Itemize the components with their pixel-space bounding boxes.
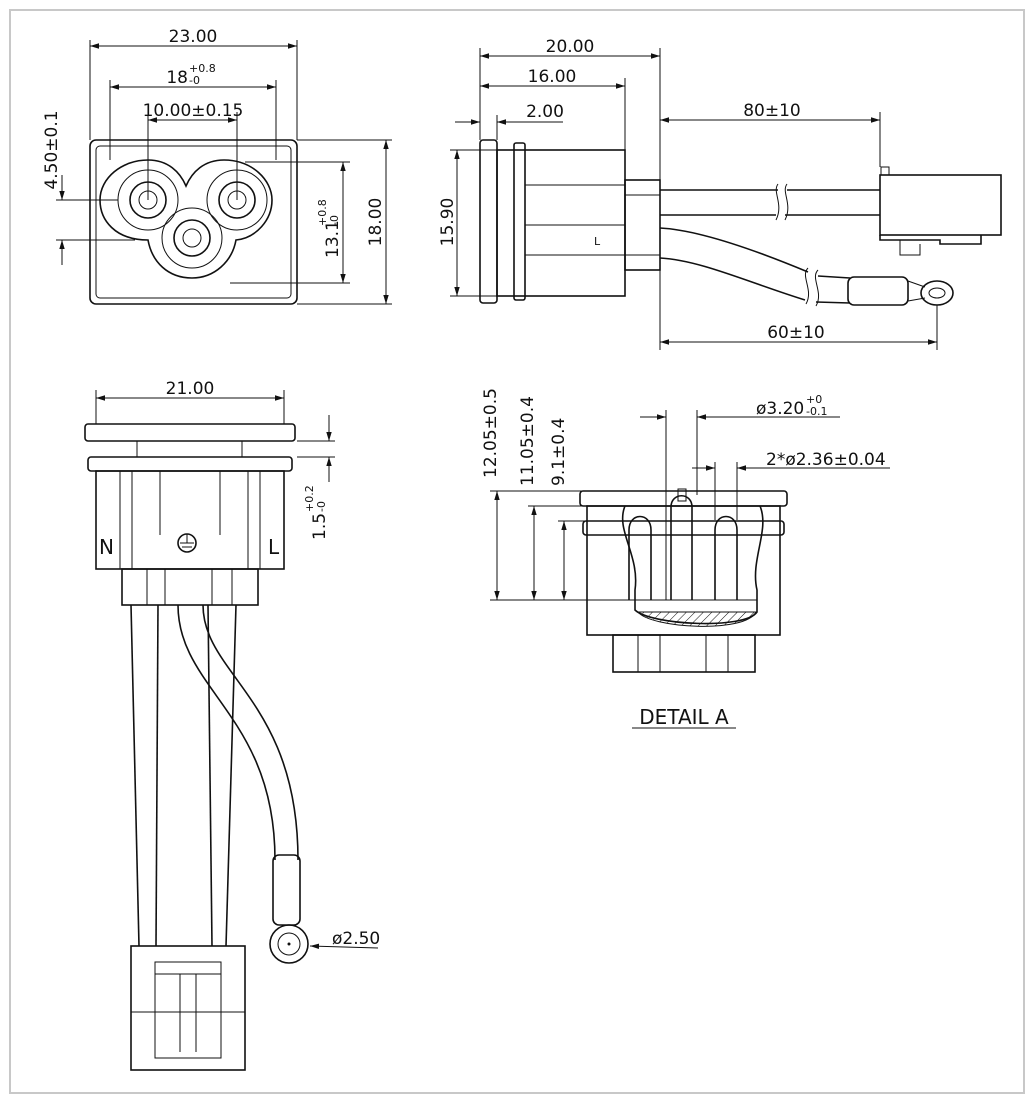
bottom-crimp [272, 854, 301, 926]
dim-bottom-flange: 1.5 [310, 513, 330, 540]
svg-text:+0: +0 [806, 393, 822, 406]
side-pin-label: L [594, 235, 601, 248]
dim-pin-span: 18 [166, 68, 188, 88]
svg-text:+0.2: +0.2 [303, 485, 316, 512]
svg-text:-0: -0 [315, 501, 328, 512]
dim-cable-upper: 80±10 [743, 101, 801, 121]
dim-depth-total: 20.00 [546, 37, 595, 57]
dim-detail-c: 9.1±0.4 [549, 418, 569, 486]
dim-earth-offset: 4.50±0.1 [42, 110, 62, 189]
dim-height-total: 18.00 [366, 198, 386, 247]
bottom-collar [121, 568, 259, 606]
detail-flange-top [579, 490, 788, 507]
socket-outline [99, 159, 273, 279]
front-view: 23.00 18 +0.8 -0 10.00±0.15 4.50±0.1 13.… [42, 27, 392, 305]
detail-caption: DETAIL A [639, 705, 729, 729]
svg-text:+0.8: +0.8 [316, 199, 329, 226]
front-outer-frame [89, 139, 298, 305]
dim-pin-spacing: 10.00±0.15 [143, 101, 244, 121]
detail-a-view: 12.05±0.5 11.05±0.4 9.1±0.4 ø3.20 +0 -0.… [481, 388, 890, 729]
dim-inner-height: 13.1 [323, 220, 343, 258]
dim-width-total: 23.00 [169, 27, 218, 47]
dim-pin-diameter: 2*ø2.36±0.04 [766, 450, 886, 470]
earth-symbol-icon [177, 533, 197, 553]
svg-text:-0: -0 [328, 215, 341, 226]
front-inner-frame [95, 145, 292, 299]
dim-flange: 2.00 [526, 102, 564, 122]
sheet-border [9, 9, 1025, 1094]
label-line: L [268, 535, 280, 559]
side-connector [879, 174, 1002, 236]
dim-cable-lower: 60±10 [767, 323, 825, 343]
detail-collar [612, 634, 756, 673]
dim-detail-b: 11.05±0.4 [518, 396, 538, 486]
svg-text:+0.8: +0.8 [189, 62, 216, 75]
bottom-flange-mid [87, 456, 293, 472]
dim-side-height: 15.90 [438, 198, 458, 247]
side-view: L 20.00 16.00 [438, 37, 1002, 350]
side-flange [479, 139, 498, 304]
svg-text:-0.1: -0.1 [806, 405, 827, 418]
side-crimp [847, 276, 909, 306]
label-neutral: N [99, 535, 114, 559]
dim-depth-body: 16.00 [528, 67, 577, 87]
bottom-view: N L [84, 379, 380, 1071]
bottom-ring-terminal [269, 924, 309, 964]
dim-detail-a: 12.05±0.5 [481, 388, 501, 478]
bottom-body [95, 470, 285, 570]
side-ring-terminal [920, 280, 954, 306]
detail-hatch [636, 611, 757, 627]
dim-hole: ø3.20 [756, 399, 804, 419]
dim-bottom-width: 21.00 [166, 379, 215, 399]
side-collar [624, 179, 661, 271]
svg-text:-0: -0 [189, 74, 200, 87]
bottom-connector [130, 945, 246, 1071]
bottom-flange-top [84, 423, 296, 442]
side-body [496, 149, 626, 297]
dim-ring-diameter: ø2.50 [332, 929, 380, 949]
